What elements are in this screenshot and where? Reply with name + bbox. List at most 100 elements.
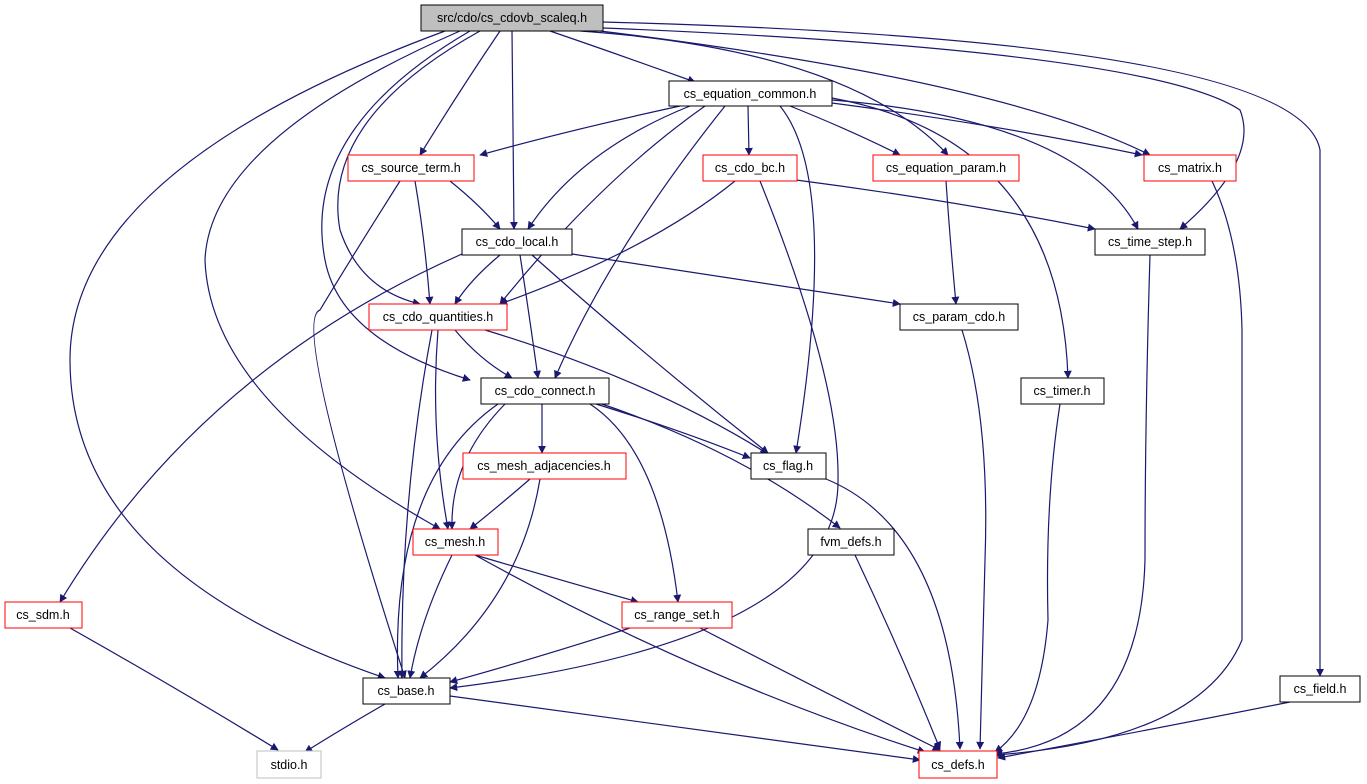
node-cdo-local[interactable]: cs_cdo_local.h bbox=[461, 228, 573, 256]
node-matrix[interactable]: cs_matrix.h bbox=[1143, 154, 1237, 182]
node-defs[interactable]: cs_defs.h bbox=[918, 750, 998, 779]
edge-cdo-bc-to-cdo-quantities bbox=[499, 180, 736, 306]
edge-source-term-to-base bbox=[313, 180, 407, 679]
edge-base-to-defs bbox=[449, 695, 921, 763]
edge-mesh-adjacencies-to-mesh bbox=[469, 478, 531, 530]
node-cdo-quantities[interactable]: cs_cdo_quantities.h bbox=[368, 303, 508, 331]
edge-equation-common-to-cdo-local bbox=[527, 105, 691, 230]
edge-cdo-quantities-to-cdo-connect bbox=[454, 329, 513, 379]
edge-equation-common-to-time-step bbox=[831, 99, 1139, 230]
node-cdo-bc[interactable]: cs_cdo_bc.h bbox=[702, 154, 798, 182]
edge-cdo-connect-to-range-set bbox=[589, 403, 682, 603]
edge-equation-common-to-equation-param bbox=[789, 105, 901, 156]
edge-equation-param-to-param-cdo bbox=[945, 180, 960, 305]
edge-cdo-quantities-to-flag bbox=[484, 329, 769, 455]
edge-equation-common-to-source-term bbox=[479, 105, 681, 157]
edge-root-to-matrix bbox=[599, 30, 1151, 156]
edge-flag-to-defs bbox=[825, 478, 964, 750]
edge-time-step-to-defs bbox=[994, 254, 1151, 758]
node-label: cs_mesh.h bbox=[425, 535, 485, 549]
node-label: cs_field.h bbox=[1294, 682, 1347, 696]
node-field[interactable]: cs_field.h bbox=[1279, 675, 1361, 703]
edge-cdo-connect-to-flag bbox=[595, 403, 751, 460]
edge-equation-common-to-matrix bbox=[831, 102, 1143, 158]
node-label: fvm_defs.h bbox=[820, 535, 881, 549]
node-equation-param[interactable]: cs_equation_param.h bbox=[872, 154, 1020, 182]
edge-cdo-connect-to-base bbox=[393, 403, 499, 679]
edge-cdo-quantities-to-mesh bbox=[434, 329, 451, 530]
edge-mesh-to-range-set bbox=[474, 554, 639, 604]
edge-root-to-cdo-quantities bbox=[337, 30, 481, 307]
node-label: cs_cdo_bc.h bbox=[715, 161, 785, 175]
node-label: cs_matrix.h bbox=[1158, 161, 1222, 175]
edge-cdo-local-to-cdo-quantities bbox=[454, 254, 501, 305]
edge-equation-common-to-cdo-bc bbox=[744, 105, 753, 156]
edges-layer bbox=[59, 21, 1324, 763]
edge-equation-common-to-cdo-connect bbox=[554, 105, 726, 379]
node-label: cs_equation_param.h bbox=[886, 161, 1006, 175]
node-label: cs_sdm.h bbox=[16, 608, 70, 622]
edge-cdo-local-to-cdo-connect bbox=[519, 254, 541, 379]
edge-cdo-local-to-flag bbox=[531, 254, 769, 454]
node-fvm-defs[interactable]: fvm_defs.h bbox=[807, 528, 895, 556]
edge-root-to-equation-common bbox=[549, 30, 696, 84]
edge-sdm-to-stdio bbox=[69, 627, 279, 751]
node-sdm[interactable]: cs_sdm.h bbox=[4, 601, 83, 629]
node-label: cs_source_term.h bbox=[361, 161, 460, 175]
node-label: cs_cdo_quantities.h bbox=[383, 310, 494, 324]
node-cdo-connect[interactable]: cs_cdo_connect.h bbox=[480, 377, 610, 405]
edge-mesh-to-defs bbox=[474, 554, 926, 754]
node-label: cs_defs.h bbox=[931, 758, 985, 772]
node-label: cs_param_cdo.h bbox=[913, 310, 1005, 324]
node-label: cs_mesh_adjacencies.h bbox=[477, 459, 610, 473]
node-label: cs_range_set.h bbox=[634, 608, 720, 622]
edge-field-to-defs bbox=[997, 701, 1291, 761]
edge-cdo-bc-to-time-step bbox=[795, 179, 1096, 232]
edge-equation-common-to-flag bbox=[779, 105, 816, 454]
node-stdio[interactable]: stdio.h bbox=[256, 750, 322, 779]
edge-cdo-bc-to-base bbox=[449, 180, 839, 692]
node-base[interactable]: cs_base.h bbox=[362, 677, 451, 705]
edge-equation-common-to-cdo-quantities bbox=[499, 105, 706, 305]
edge-source-term-to-cdo-quantities bbox=[414, 180, 434, 305]
edge-root-to-mesh bbox=[204, 30, 461, 530]
edge-param-cdo-to-defs bbox=[961, 329, 987, 750]
node-param-cdo[interactable]: cs_param_cdo.h bbox=[899, 303, 1019, 331]
edge-cdo-connect-to-fvm-defs bbox=[595, 401, 841, 529]
edge-cdo-local-to-param-cdo bbox=[571, 253, 901, 307]
node-label: cs_time_step.h bbox=[1108, 235, 1192, 249]
edge-root-to-cdo-connect bbox=[321, 30, 471, 382]
edge-root-to-source-term bbox=[419, 30, 501, 156]
node-label: stdio.h bbox=[271, 758, 308, 772]
node-label: cs_base.h bbox=[378, 684, 435, 698]
node-mesh[interactable]: cs_mesh.h bbox=[412, 528, 499, 556]
edge-fvm-defs-to-defs bbox=[854, 554, 942, 750]
edge-root-to-field bbox=[602, 21, 1324, 677]
edge-root-to-cdo-local bbox=[509, 30, 518, 230]
edge-mesh-adjacencies-to-base bbox=[419, 478, 541, 679]
edge-base-to-stdio bbox=[304, 703, 386, 753]
node-range-set[interactable]: cs_range_set.h bbox=[621, 601, 733, 629]
node-equation-common[interactable]: cs_equation_common.h bbox=[668, 80, 833, 107]
node-label: cs_timer.h bbox=[1034, 384, 1091, 398]
edge-cdo-local-to-sdm bbox=[59, 253, 463, 603]
node-label: cs_flag.h bbox=[763, 459, 813, 473]
node-timer[interactable]: cs_timer.h bbox=[1020, 377, 1105, 405]
node-root[interactable]: src/cdo/cs_cdovb_scaleq.h bbox=[420, 4, 604, 32]
edge-range-set-to-defs bbox=[699, 627, 941, 751]
node-label: cs_cdo_local.h bbox=[476, 235, 559, 249]
node-label: cs_cdo_connect.h bbox=[495, 384, 596, 398]
edge-mesh-to-base bbox=[407, 554, 453, 679]
nodes-layer: src/cdo/cs_cdovb_scaleq.h cs_equation_co… bbox=[4, 4, 1361, 779]
node-source-term[interactable]: cs_source_term.h bbox=[347, 154, 475, 182]
node-time-step[interactable]: cs_time_step.h bbox=[1094, 228, 1206, 256]
edge-source-term-to-cdo-local bbox=[449, 180, 501, 230]
node-flag[interactable]: cs_flag.h bbox=[750, 452, 827, 480]
edge-range-set-to-base bbox=[449, 627, 631, 684]
edge-cdo-quantities-to-base bbox=[397, 329, 433, 679]
edge-matrix-to-defs bbox=[994, 180, 1243, 759]
node-label: src/cdo/cs_cdovb_scaleq.h bbox=[437, 11, 587, 25]
node-mesh-adjacencies[interactable]: cs_mesh_adjacencies.h bbox=[462, 452, 627, 480]
edge-root-to-base bbox=[69, 30, 446, 680]
